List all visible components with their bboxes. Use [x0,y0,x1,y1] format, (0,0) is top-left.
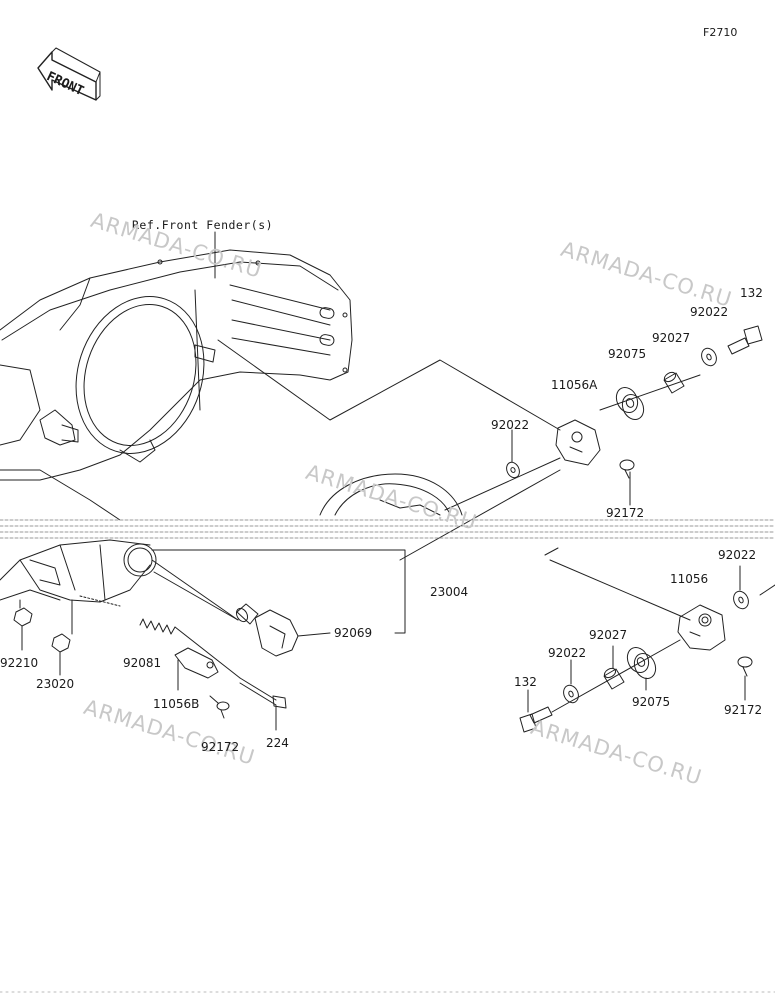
washer-92022-top-right [701,347,717,367]
clip-92210 [13,599,33,651]
part-label-11056A: 11056A [551,378,598,392]
part-label-23004: 23004 [430,585,469,599]
part-label-132-bottom: 132 [514,675,537,689]
bolt-224 [239,677,287,731]
part-label-92022-bottom-left: 92022 [548,646,587,660]
part-label-92172-top: 92172 [606,506,645,520]
part-label-23020: 23020 [36,677,75,691]
bolt-132-bottom [519,689,553,733]
part-label-92075-top: 92075 [608,347,647,361]
bracket-11056B [174,647,219,691]
screw-92172-bottom [737,656,753,701]
headlight-housing-bottom [0,539,157,607]
screw-92172-top [619,459,635,479]
part-label-11056: 11056 [670,572,709,586]
part-label-92172-bottom: 92172 [724,703,763,717]
front-arrow-icon [37,47,101,101]
washer-92022-top-left [506,461,520,479]
part-label-92210: 92210 [0,656,39,670]
collar-92027-bottom [603,645,625,690]
part-label-92022-bottom-right: 92022 [718,548,757,562]
part-label-132-top: 132 [740,286,763,300]
nut-23020 [51,599,73,676]
screw-92172-mid [209,695,230,719]
washer-92022-bottom-left [563,659,579,704]
part-label-92172-mid: 92172 [201,740,240,754]
part-label-92027-bottom: 92027 [589,628,628,642]
headlight-housing-top [0,249,353,521]
spring-92081 [139,618,241,679]
part-label-11056B: 11056B [153,697,200,711]
part-label-224: 224 [266,736,289,750]
figure-code: F2710 [703,26,738,39]
part-label-92027-top: 92027 [652,331,691,345]
scan-seam [0,519,775,539]
part-label-92022-top-left: 92022 [491,418,530,432]
washer-92022-bottom-right [733,565,775,610]
grommet-92075-bottom [626,646,657,691]
bracket-11056 [677,604,726,651]
part-label-92069: 92069 [334,626,373,640]
bulb-92069 [235,603,331,657]
part-label-92081: 92081 [123,656,162,670]
bracket-11056A [555,419,601,466]
ref-front-fender-label: Ref.Front Fender(s) [132,218,274,232]
part-label-92075-bottom: 92075 [632,695,671,709]
bolt-132-top [727,325,763,355]
reflector-partial [319,473,463,516]
part-label-92022-top-right: 92022 [690,305,729,319]
collar-92027-top [663,371,685,394]
